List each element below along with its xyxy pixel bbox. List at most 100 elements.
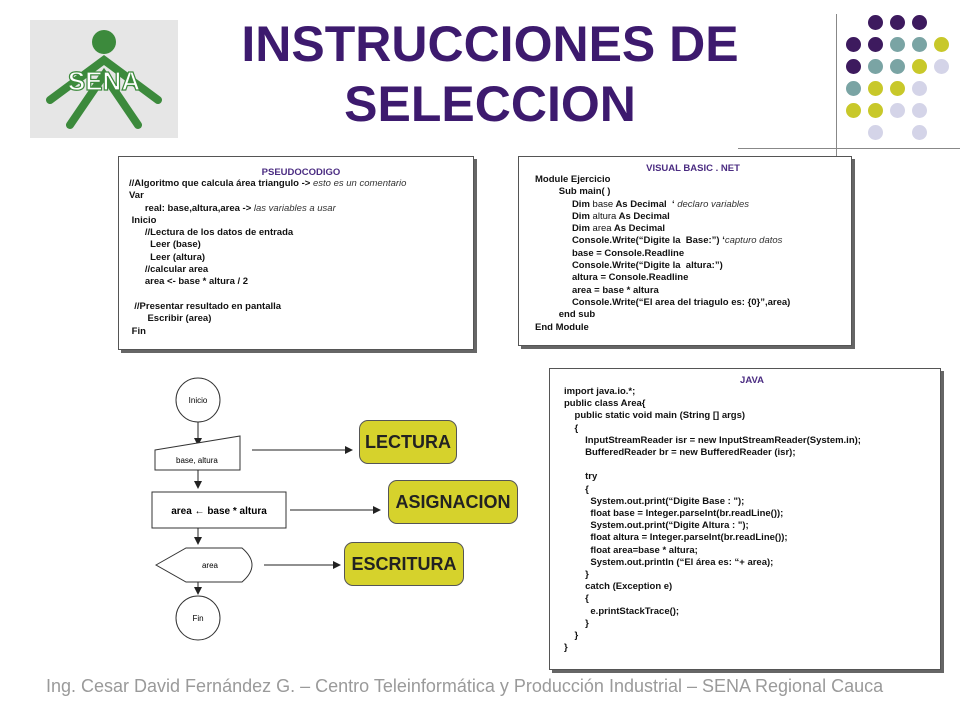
code-line: //Presentar resultado en pantalla [129,300,282,312]
code-line: area = base * altura [535,284,659,296]
code-line: end sub [535,309,596,321]
label-lectura: LECTURA [359,420,457,464]
vbnet-box: VISUAL BASIC . NET Module Ejercicio Sub … [518,156,852,346]
code-line: } [564,617,589,629]
code-line: { [564,593,589,605]
flow-output-label: area [202,561,219,570]
vbnet-header: VISUAL BASIC . NET [646,163,740,174]
code-line [564,459,940,471]
decor-dot [868,125,883,140]
flow-start-label: Inicio [189,396,208,405]
footer-credit: Ing. Cesar David Fernández G. – Centro T… [46,676,884,696]
decor-dot [868,103,883,118]
title-line-1: INSTRUCCIONES DE [241,16,739,72]
flow-process-shape [151,491,287,529]
code-line: float area=base * altura; [564,544,698,556]
label-asignacion: ASIGNACION [388,480,518,524]
decor-dot [846,37,861,52]
flowchart: Inicio base, altura area ← base * altura… [151,377,381,641]
code-line: base = Console.Readline [535,247,685,259]
flow-end-label: Fin [192,614,203,623]
code-line: BufferedReader br = new BufferedReader (… [564,447,796,459]
code-line: Module Ejercicio [535,174,611,185]
code-line: try [564,471,598,483]
code-line: //calcular area [129,264,209,276]
code-line: import java.io.*; [564,386,636,397]
code-line: InputStreamReader isr = new InputStreamR… [564,434,861,446]
code-line: public static void main (String [] args) [564,410,746,422]
code-line: End Module [535,321,589,333]
decor-dot [868,15,883,30]
java-lines: import java.io.*;public class Area{ publ… [564,386,940,654]
decor-dot [890,37,905,52]
decor-dot [912,103,927,118]
code-line: Leer (altura) [129,251,206,263]
code-line: public class Area{ [564,398,646,410]
slide-title: INSTRUCCIONES DE SELECCION [180,14,800,134]
code-line: e.printStackTrace(); [564,605,680,617]
code-line: Console.Write(“Digite la altura:”) [535,260,723,272]
code-line: } [564,630,579,642]
decor-dot [846,103,861,118]
code-line: System.out.print(“Digite Altura : "); [564,520,749,532]
decor-dot [934,37,949,52]
flow-end-terminal [175,595,221,641]
decor-dot [890,103,905,118]
decor-dot [912,15,927,30]
sena-logo: SENA [30,20,178,138]
decor-dot [890,15,905,30]
decor-dot [868,81,883,96]
flow-input-label: base, altura [176,456,218,465]
code-line: { [564,422,579,434]
flow-input-shape [154,435,241,471]
sena-logo-graphic: SENA [46,30,162,129]
decor-dot [890,59,905,74]
decor-dot [934,59,949,74]
code-line: catch (Exception e) [564,581,673,593]
pseudocode-lines: //Algoritmo que calcula área triangulo -… [129,178,473,338]
code-line: } [564,642,568,654]
decor-dot [912,125,927,140]
code-line: Console.Write(“Digite la Base:”) ‘captur… [535,235,783,247]
code-line: float altura = Integer.parseInt(br.readL… [564,532,788,544]
decor-dot [868,37,883,52]
code-line: altura = Console.Readline [535,272,689,284]
flow-process-label: area ← base * altura [171,506,267,517]
java-box: JAVA import java.io.*;public class Area{… [549,368,941,670]
decor-dot [846,81,861,96]
code-line: Inicio [129,214,157,226]
code-line: //Algoritmo que calcula área triangulo -… [129,178,407,189]
code-line: Var [129,190,144,202]
decor-dot [912,59,927,74]
code-line: real: base,altura,area -> las variables … [129,202,336,214]
code-line: Console.Write(“El area del triagulo es: … [535,296,791,308]
decor-dot [912,81,927,96]
code-line: Fin [129,325,146,337]
decor-dot [890,81,905,96]
java-header: JAVA [740,375,764,386]
flow-output-shape [154,547,253,583]
code-line: Sub main( ) [535,186,611,198]
code-line: Dim base As Decimal ‘ declaro variables [535,198,750,210]
code-line: //Lectura de los datos de entrada [129,227,294,239]
label-escritura: ESCRITURA [344,542,464,586]
code-line: System.out.print(“Digite Base : "); [564,495,745,507]
decor-dot [912,37,927,52]
code-line: area <- base * altura / 2 [129,276,249,288]
code-line: Escribir (area) [129,313,212,325]
code-line: Leer (base) [129,239,201,251]
code-line: Dim altura As Decimal [535,210,670,222]
decor-dot [868,59,883,74]
code-line: System.out.println (“El área es: “+ area… [564,556,774,568]
decor-horizontal-line [738,148,960,149]
code-line: } [564,569,589,581]
decor-vertical-line [836,14,837,190]
pseudocode-header: PSEUDOCODIGO [261,167,341,178]
code-line: float base = Integer.parseInt(br.readLin… [564,508,784,520]
pseudocode-box: PSEUDOCODIGO //Algoritmo que calcula áre… [118,156,474,350]
decor-dot [846,59,861,74]
title-line-2: SELECCION [344,76,636,132]
code-line: { [564,483,589,495]
vbnet-lines: Module Ejercicio Sub main( ) Dim base As… [535,174,851,334]
logo-text: SENA [68,66,140,96]
